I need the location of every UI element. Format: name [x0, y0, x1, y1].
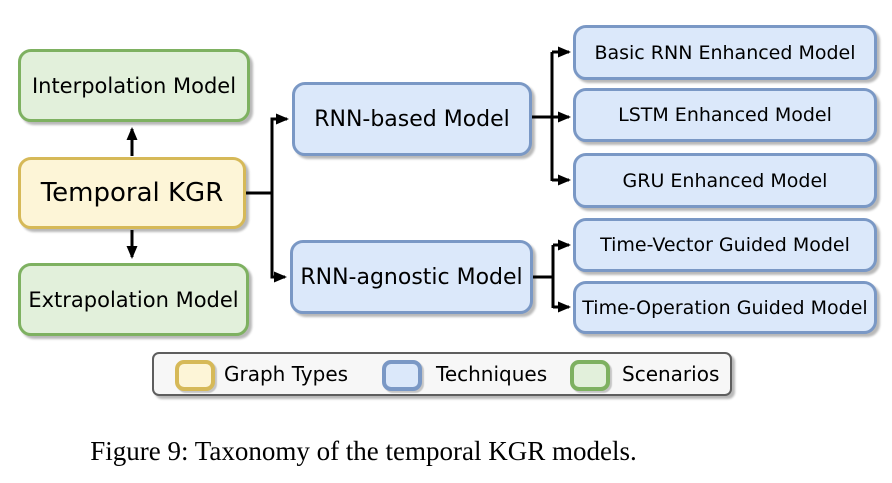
- legend-swatch-techniques: [382, 360, 422, 391]
- edge-root-rnn-based: [270, 113, 289, 193]
- node-time-operation-guided-model-label: Time-Operation Guided Model: [582, 296, 868, 319]
- node-time-vector-guided-model: Time-Vector Guided Model: [573, 218, 877, 272]
- edge-root-rnn-agnostic: [270, 193, 287, 283]
- node-extrapolation-model: Extrapolation Model: [18, 263, 249, 336]
- node-gru-enhanced-model: GRU Enhanced Model: [573, 153, 877, 208]
- node-time-operation-guided-model: Time-Operation Guided Model: [573, 281, 877, 334]
- node-basic-rnn-enhanced-model: Basic RNN Enhanced Model: [573, 25, 877, 80]
- node-extrapolation-model-label: Extrapolation Model: [28, 287, 239, 312]
- legend: Graph Types Techniques Scenarios: [152, 352, 732, 396]
- node-lstm-enhanced-model-label: LSTM Enhanced Model: [618, 104, 832, 126]
- figure-caption: Figure 9: Taxonomy of the temporal KGR m…: [90, 436, 637, 466]
- node-gru-enhanced-model-label: GRU Enhanced Model: [622, 169, 828, 192]
- node-temporal-kgr: Temporal KGR: [18, 157, 246, 229]
- legend-label-scenarios: Scenarios: [622, 362, 720, 386]
- node-rnn-based-model-label: RNN-based Model: [314, 106, 510, 132]
- node-rnn-based-model: RNN-based Model: [292, 82, 532, 156]
- node-rnn-agnostic-model: RNN-agnostic Model: [290, 240, 533, 314]
- legend-label-techniques: Techniques: [436, 362, 548, 386]
- legend-swatch-graph-types: [175, 360, 215, 391]
- node-lstm-enhanced-model: LSTM Enhanced Model: [573, 88, 877, 142]
- node-interpolation-model-label: Interpolation Model: [31, 73, 237, 98]
- node-time-vector-guided-model-label: Time-Vector Guided Model: [600, 234, 850, 256]
- node-temporal-kgr-label: Temporal KGR: [40, 178, 224, 208]
- node-rnn-agnostic-model-label: RNN-agnostic Model: [300, 264, 523, 290]
- legend-label-graph-types: Graph Types: [224, 362, 349, 386]
- node-basic-rnn-enhanced-model-label: Basic RNN Enhanced Model: [594, 41, 856, 64]
- node-interpolation-model: Interpolation Model: [18, 49, 250, 122]
- legend-swatch-scenarios: [570, 360, 610, 391]
